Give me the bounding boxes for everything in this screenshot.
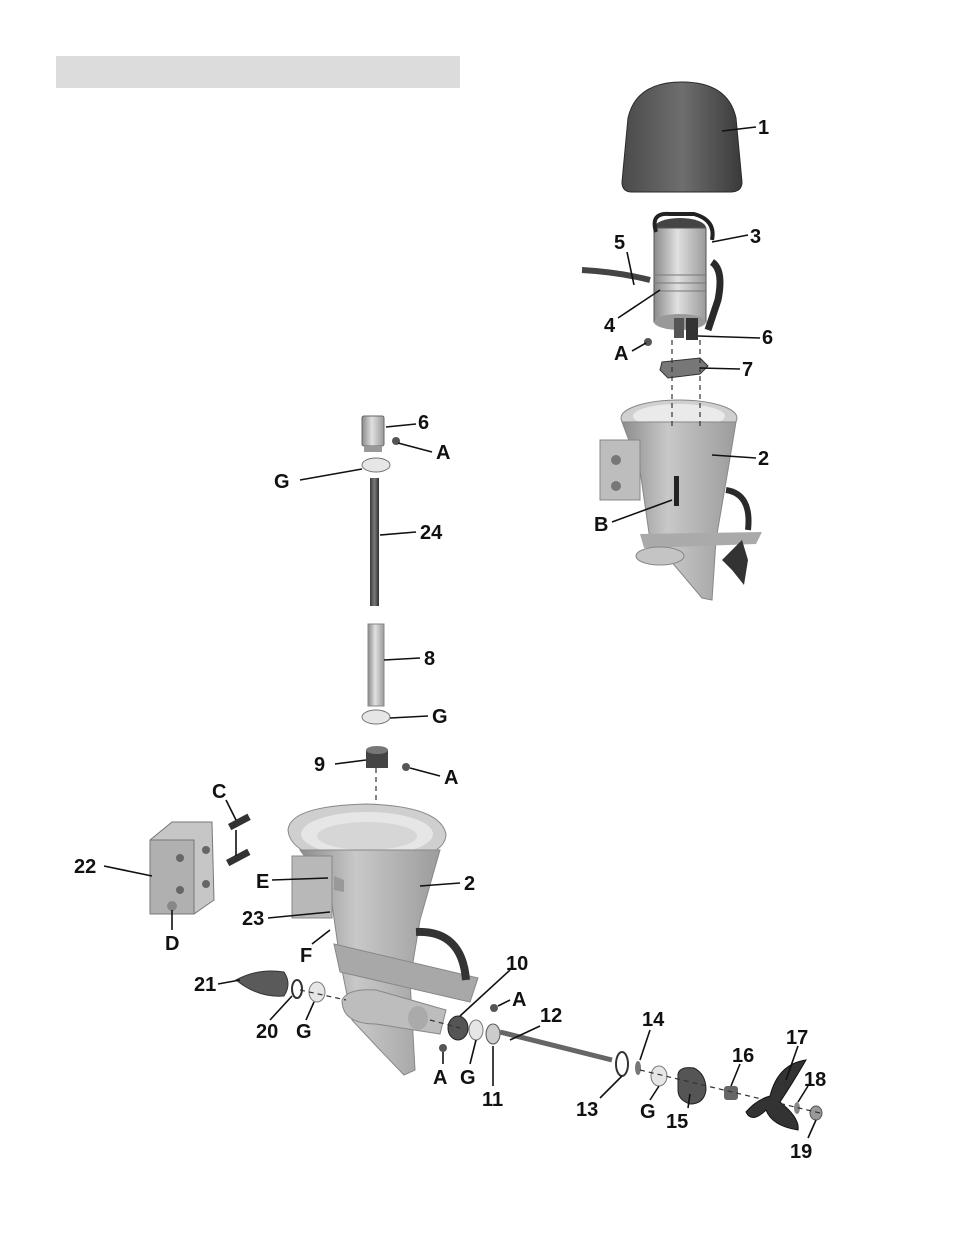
label-20: 20: [256, 1021, 278, 1043]
label-23: 23: [242, 908, 264, 930]
label-21: 21: [194, 974, 216, 996]
label-1: 1: [758, 117, 769, 139]
label-g-mid: G: [432, 706, 448, 728]
shaft-part-24: [370, 478, 379, 606]
propeller-part-17: [746, 1060, 806, 1130]
label-5: 5: [614, 232, 625, 254]
small-assembly: 1 3 5 4 6 A 7 2 B: [582, 82, 773, 600]
oring-part-13: [616, 1052, 628, 1076]
label-g-top: G: [274, 471, 290, 493]
label-a-top: A: [614, 343, 628, 365]
bolt-c-2: [226, 849, 250, 866]
bushing-g-15: [651, 1066, 667, 1086]
label-7: 7: [742, 359, 753, 381]
screw-a-12: [490, 1004, 498, 1012]
label-15: 15: [666, 1111, 688, 1133]
label-19: 19: [790, 1141, 812, 1163]
label-a-9: A: [444, 767, 458, 789]
label-2: 2: [464, 873, 475, 895]
label-a-6: A: [436, 442, 450, 464]
label-4: 4: [604, 315, 616, 337]
label-e: E: [256, 871, 269, 893]
capnut-part-19: [810, 1106, 822, 1120]
bearing-part-11: [486, 1024, 500, 1044]
label-12: 12: [540, 1005, 562, 1027]
label-g-10: G: [460, 1067, 476, 1089]
cover-part-1: [622, 82, 742, 192]
label-9: 9: [314, 754, 325, 776]
tube-part-8: [368, 624, 384, 706]
label-18: 18: [804, 1069, 826, 1091]
label-13: 13: [576, 1099, 598, 1121]
wire-bundle: [582, 270, 650, 280]
bracket-part-22: [150, 822, 214, 914]
motor-part-3: [654, 218, 706, 340]
oring-part-20: [292, 980, 302, 998]
label-a-12: A: [512, 989, 526, 1011]
label-6: 6: [418, 412, 429, 434]
label-11: 11: [482, 1089, 503, 1111]
label-16: 16: [732, 1045, 754, 1067]
housing-small-part-2: [600, 400, 762, 600]
gear-part-9: [366, 746, 388, 768]
label-10: 10: [506, 953, 528, 975]
label-c: C: [212, 781, 226, 803]
nut-part-16: [724, 1086, 738, 1100]
coupler-part-6: [362, 416, 384, 452]
screw-a-10: [439, 1044, 447, 1052]
label-f: F: [300, 945, 312, 967]
label-24: 24: [420, 522, 443, 544]
label-b: B: [594, 514, 608, 536]
label-8: 8: [424, 648, 435, 670]
label-17: 17: [786, 1027, 808, 1049]
bushing-g-mid: [362, 710, 390, 724]
bushing-g-10: [469, 1020, 483, 1040]
label-d: D: [165, 933, 179, 955]
label-6-top: 6: [762, 327, 773, 349]
label-22: 22: [74, 856, 96, 878]
label-3: 3: [750, 226, 761, 248]
screw-a-9: [402, 763, 410, 771]
nosecone-part-21: [236, 971, 288, 996]
label-2-top: 2: [758, 448, 769, 470]
screw-a-top: [644, 338, 652, 346]
bushing-g-top: [362, 458, 390, 472]
hose: [708, 262, 720, 330]
hub-part-15: [678, 1068, 706, 1104]
bolt-c-1: [228, 814, 251, 831]
label-g-20: G: [296, 1021, 312, 1043]
washer-part-14: [635, 1061, 641, 1075]
label-a-10: A: [433, 1067, 447, 1089]
label-14: 14: [642, 1009, 665, 1031]
label-g-15: G: [640, 1101, 656, 1123]
